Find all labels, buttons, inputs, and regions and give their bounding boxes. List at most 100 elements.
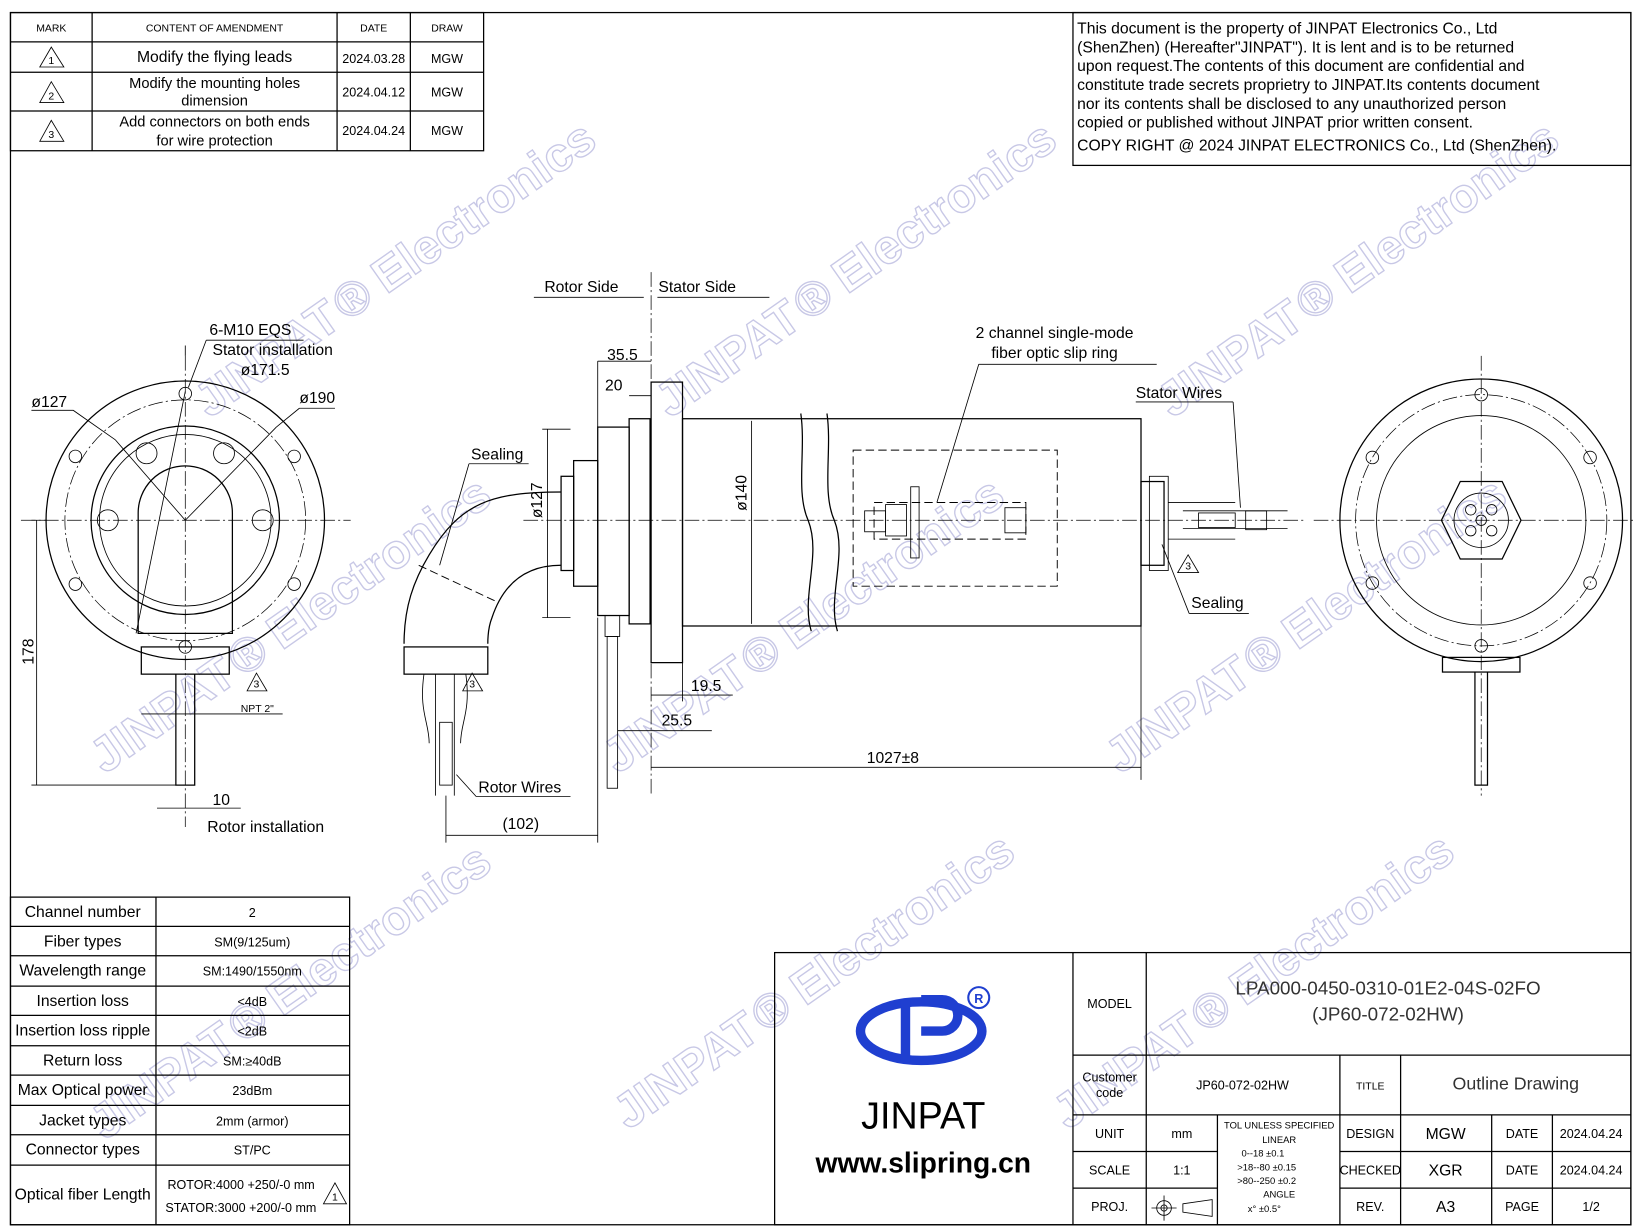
revision-triangle-icon — [39, 80, 65, 104]
revision-row: 2 Modify the mounting holes dimension 20… — [39, 76, 463, 110]
revision-content: Add connectors on both ends — [119, 115, 309, 131]
company-website: www.slipring.cn — [814, 1146, 1031, 1178]
revision-date: 2024.04.12 — [342, 85, 405, 99]
revision-triangle-icon — [322, 1182, 348, 1205]
drawing-title: Outline Drawing — [1453, 1074, 1580, 1094]
spec-label: Channel number — [25, 904, 141, 921]
revision-mark: 1 — [332, 1193, 338, 1204]
design-value: MGW — [1426, 1126, 1466, 1143]
notice-line: constitute trade secrets proprietry to J… — [1077, 77, 1540, 94]
revision-row: 1 Modify the flying leads 2024.03.28 MGW — [39, 46, 463, 68]
header-draw: DRAW — [431, 23, 463, 34]
watermark: JINPAT®Electronics — [1148, 111, 1569, 428]
label-stator-wires: Stator Wires — [1136, 385, 1222, 402]
first-angle-projection-icon — [1151, 1195, 1213, 1221]
spec-value: SM:≥40dB — [223, 1055, 282, 1069]
rev-label: REV. — [1356, 1200, 1384, 1214]
scale-label: SCALE — [1089, 1164, 1130, 1178]
revision-content: Modify the mounting holes — [129, 76, 300, 92]
model-value: LPA000-0450-0310-01E2-04S-02FO — [1235, 977, 1540, 998]
rev-value: A3 — [1436, 1199, 1455, 1216]
dim-20: 20 — [605, 377, 623, 394]
tolerance-text: TOL UNLESS SPECIFIED — [1224, 1119, 1335, 1130]
spec-value: 2 — [249, 906, 256, 920]
spec-value: 2mm (armor) — [216, 1114, 289, 1128]
spec-label: Return loss — [43, 1053, 122, 1070]
label-holes: 6-M10 EQS — [209, 322, 291, 339]
revision-triangle-icon — [1176, 553, 1200, 574]
spec-value: <2dB — [237, 1024, 267, 1038]
date-label: DATE — [1506, 1164, 1539, 1178]
watermark: JINPAT®Electronics — [80, 466, 501, 783]
dim-length: 1027±8 — [867, 750, 920, 767]
design-date: 2024.04.24 — [1560, 1127, 1623, 1141]
label-rotor-installation: Rotor installation — [207, 819, 324, 836]
dim-d171: ø171.5 — [241, 362, 290, 379]
right-end-view — [1313, 355, 1633, 796]
tolerance-text: LINEAR — [1262, 1134, 1296, 1145]
dim-d127: ø127 — [31, 394, 67, 411]
registered-icon: R — [974, 992, 983, 1006]
spec-label: Wavelength range — [19, 963, 146, 980]
dim-35-5: 35.5 — [607, 347, 638, 364]
label-stator-installation: Stator installation — [212, 342, 332, 359]
watermark: JINPAT®Electronics — [603, 822, 1024, 1139]
label-rotor-wires: Rotor Wires — [478, 779, 561, 796]
dim-d127-side: ø127 — [529, 482, 546, 518]
title-block: R JINPAT www.slipring.cn MODEL LPA000-04… — [774, 951, 1632, 1226]
revision-triangle-icon — [461, 672, 484, 692]
dim-npt: NPT 2" — [241, 704, 274, 715]
notice-line: nor its contents shall be disclosed to a… — [1077, 96, 1506, 113]
label-stator-side: Stator Side — [658, 279, 736, 296]
customer-code-label: code — [1096, 1086, 1123, 1100]
watermark: JINPAT®Electronics — [1095, 466, 1516, 783]
header-date: DATE — [360, 23, 387, 34]
spec-value: <4dB — [237, 995, 267, 1009]
dim-102: (102) — [502, 816, 539, 833]
revision-draw: MGW — [431, 124, 463, 138]
spec-label: Jacket types — [39, 1112, 126, 1129]
tolerance-text: x° ±0.5° — [1248, 1203, 1281, 1214]
spec-label: Insertion loss ripple — [15, 1022, 150, 1039]
revision-draw: MGW — [431, 52, 463, 66]
dim-10: 10 — [212, 792, 230, 809]
spec-value: 23dBm — [232, 1084, 272, 1098]
design-label: DESIGN — [1346, 1127, 1394, 1141]
revision-mark: 3 — [469, 680, 475, 691]
scale-value: 1:1 — [1173, 1164, 1190, 1178]
revision-date: 2024.04.24 — [342, 124, 405, 138]
revision-mark: 3 — [1185, 561, 1191, 572]
dim-19-5: 19.5 — [691, 678, 722, 695]
checked-date: 2024.04.24 — [1560, 1164, 1623, 1178]
notice-line: copied or published without JINPAT prior… — [1077, 115, 1473, 132]
revision-content: Modify the flying leads — [137, 49, 292, 66]
date-label: DATE — [1506, 1127, 1539, 1141]
revision-triangle-icon — [246, 672, 268, 692]
spec-table: Channel number 2 Fiber types SM(9/125um)… — [9, 896, 351, 1226]
revision-draw: MGW — [431, 85, 463, 99]
revision-table: MARK CONTENT OF AMENDMENT DATE DRAW 1 Mo… — [9, 11, 485, 152]
title-label: TITLE — [1356, 1082, 1384, 1093]
spec-value: SM(9/125um) — [214, 935, 290, 949]
revision-date: 2024.03.28 — [342, 52, 405, 66]
spec-value: ST/PC — [234, 1144, 271, 1158]
left-end-view: 178 NPT 2" 3 10 Rotor installation 6-M10… — [20, 322, 351, 836]
revision-mark: 3 — [254, 680, 260, 691]
jinpat-logo: R — [855, 986, 991, 1066]
dim-25-5: 25.5 — [662, 712, 693, 729]
spec-label: Fiber types — [44, 933, 122, 950]
spec-label: Max Optical power — [18, 1082, 148, 1099]
watermark: JINPAT®Electronics — [593, 466, 1014, 783]
customer-code-label: Customer — [1082, 1070, 1136, 1084]
tolerance-text: 0--18 ±0.1 — [1241, 1148, 1284, 1159]
revision-row: 3 Add connectors on both ends for wire p… — [39, 115, 463, 150]
page-label: PAGE — [1505, 1200, 1539, 1214]
label-sealing-left: Sealing — [471, 447, 523, 464]
header-mark: MARK — [36, 23, 66, 34]
spec-label: Connector types — [26, 1142, 140, 1159]
revision-content: dimension — [181, 94, 248, 110]
revision-triangle-icon — [39, 46, 65, 68]
page-value: 1/2 — [1582, 1200, 1599, 1214]
revision-content: for wire protection — [156, 134, 272, 150]
